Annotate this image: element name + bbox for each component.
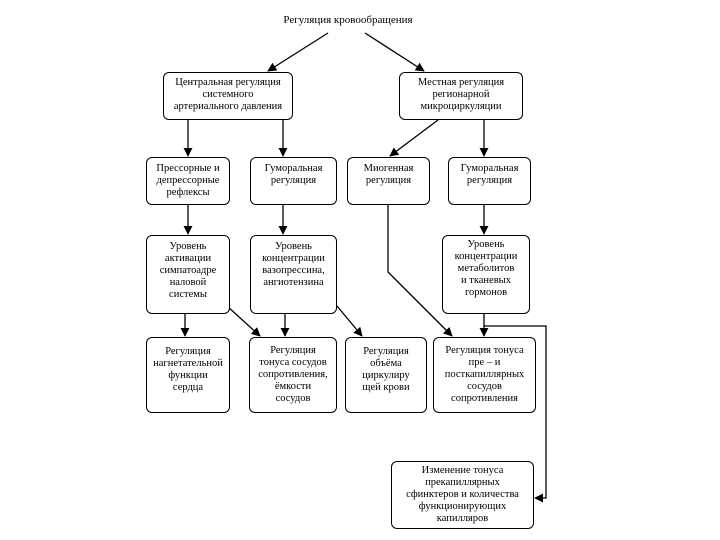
arrow-myogenic-to-pre xyxy=(387,205,453,337)
node-capillary-sphincter-change: Изменение тонуса прекапиллярных сфинктер… xyxy=(391,461,534,529)
arrow-root-to-local xyxy=(364,32,425,72)
node-local-regulation: Местная регуляция регионарной микроцирку… xyxy=(399,72,523,120)
node-humoral-regulation-central: Гуморальная регуляция xyxy=(250,157,337,205)
node-humoral-regulation-local: Гуморальная регуляция xyxy=(448,157,531,205)
node-myogenic-regulation: Миогенная регуляция xyxy=(347,157,430,205)
node-blood-volume-regulation: Регуляция объёма циркулиру щей крови xyxy=(345,337,427,413)
arrow-vaso-to-volume xyxy=(336,305,363,337)
arrow-symp-to-tone xyxy=(226,305,261,337)
arrow-metab-to-capillaries xyxy=(484,325,547,503)
node-heart-pump-regulation: Регуляция нагнетательной функции сердца xyxy=(146,337,230,413)
root-title: Регуляция кровообращения xyxy=(283,14,413,26)
arrow-local-to-myogenic xyxy=(389,119,439,157)
node-vasopressin-level: Уровень концентрации вазопрессина, ангио… xyxy=(250,235,337,314)
node-vessel-tone-regulation: Регуляция тонуса сосудов сопротивления, … xyxy=(249,337,337,413)
node-pre-post-capillary-regulation: Регуляция тонуса пре – и посткапиллярных… xyxy=(433,337,536,413)
node-pressor-reflexes: Прессорные и депрессорные рефлексы xyxy=(146,157,230,205)
arrow-root-to-central xyxy=(267,32,329,72)
node-metabolites-level: Уровень концентрации метаболитов и ткане… xyxy=(442,235,530,314)
node-central-regulation: Центральная регуляция системного артериа… xyxy=(163,72,293,120)
node-sympathoadrenal-level: Уровень активации симпатоадре наловой си… xyxy=(146,235,230,314)
